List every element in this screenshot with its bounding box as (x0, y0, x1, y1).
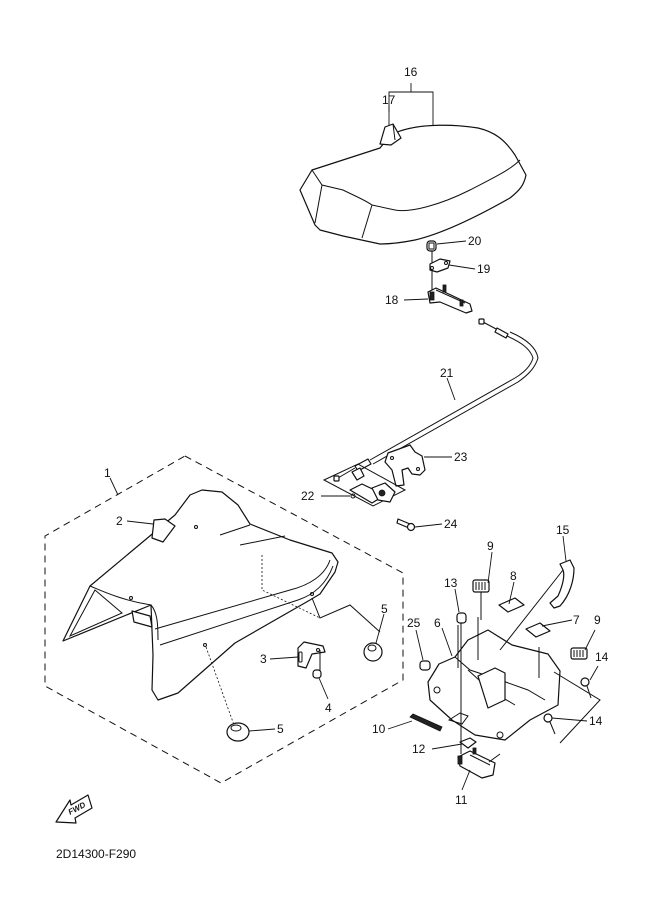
bracket-3 (297, 641, 326, 669)
pad-8 (498, 597, 525, 613)
damper-5-right (363, 642, 383, 662)
leader-12 (431, 743, 463, 750)
nut-20 (426, 240, 437, 252)
pad-7 (525, 622, 551, 638)
hook-18 (427, 284, 473, 314)
callout-5-right: 5 (381, 602, 388, 616)
callout-3: 3 (260, 652, 267, 666)
seat-tab-17 (379, 123, 402, 146)
leader-15 (562, 535, 567, 562)
kit-outline-1 (44, 455, 404, 784)
callout-6: 6 (434, 616, 441, 630)
leader-5-right (375, 613, 385, 644)
leader-9-right (584, 629, 596, 651)
callout-25: 25 (407, 616, 421, 630)
callout-11: 11 (455, 793, 468, 807)
leader-6 (441, 627, 453, 657)
callout-24: 24 (444, 517, 458, 531)
strap-15 (549, 559, 575, 609)
callout-22: 22 (301, 489, 315, 503)
leader-25 (415, 629, 424, 661)
bracket-23 (384, 444, 426, 487)
fwd-arrow-icon: FWD (55, 794, 93, 824)
damper-9-right (570, 647, 588, 660)
callout-23: 23 (454, 450, 468, 464)
leader-11 (461, 769, 471, 791)
leader-3 (269, 656, 299, 660)
callout-18: 18 (385, 293, 399, 307)
plate-12 (459, 737, 477, 749)
callout-10: 10 (372, 722, 386, 736)
callout-13: 13 (444, 576, 458, 590)
callout-12: 12 (412, 742, 426, 756)
callout-14-right: 14 (595, 650, 609, 664)
callout-14-left: 14 (589, 714, 603, 728)
leader-21 (446, 377, 456, 401)
callout-15: 15 (556, 523, 570, 537)
nut-4 (312, 669, 322, 679)
leader-5-left (248, 728, 276, 732)
leader-4 (318, 677, 329, 700)
seat-lock-11 (457, 747, 501, 779)
rear-seat-cowl[interactable] (62, 489, 339, 701)
leader-9-top (487, 551, 493, 584)
leader-16 (388, 91, 434, 125)
cap-25 (419, 660, 431, 671)
leader-2 (126, 520, 154, 525)
guide-damper (205, 646, 235, 726)
guide-bolt (261, 555, 321, 619)
screw-24 (396, 518, 416, 532)
strip-10 (409, 713, 443, 732)
nut-13 (456, 612, 467, 624)
leader-1 (109, 477, 119, 496)
guide-15 (499, 569, 564, 651)
callout-9-top: 9 (487, 539, 494, 553)
callout-20: 20 (468, 234, 482, 248)
leader-7 (541, 619, 573, 627)
callout-19: 19 (477, 262, 491, 276)
guide-14 (553, 671, 601, 744)
front-seat[interactable] (299, 124, 527, 245)
damper-5-left (226, 722, 250, 742)
bolt-14-right (580, 677, 592, 699)
callout-21: 21 (440, 366, 454, 380)
guide-damper-right (311, 597, 381, 633)
callout-9-right: 9 (594, 613, 601, 627)
leader-8 (508, 581, 515, 605)
callout-1: 1 (104, 466, 111, 480)
leader-13 (454, 588, 460, 613)
drawing-code: 2D14300-F290 (56, 847, 136, 861)
callout-5-left: 5 (277, 722, 284, 736)
leader-20 (436, 240, 467, 245)
damper-9-top (472, 579, 490, 593)
leader-24 (414, 523, 443, 528)
leader-19 (448, 264, 476, 270)
callout-8: 8 (510, 569, 517, 583)
callout-7: 7 (573, 613, 580, 627)
callout-2: 2 (116, 514, 123, 528)
plate-19 (429, 258, 451, 273)
lock-22 (322, 463, 407, 507)
leader-18 (403, 298, 429, 301)
leader-10 (387, 720, 413, 730)
callout-17: 17 (382, 93, 396, 107)
callout-4: 4 (325, 701, 332, 715)
leader-14-right (589, 665, 599, 681)
cable-21 (333, 318, 539, 482)
callout-16: 16 (404, 65, 418, 79)
seat-tab-2 (151, 518, 176, 543)
bolt-14-left (543, 713, 556, 735)
